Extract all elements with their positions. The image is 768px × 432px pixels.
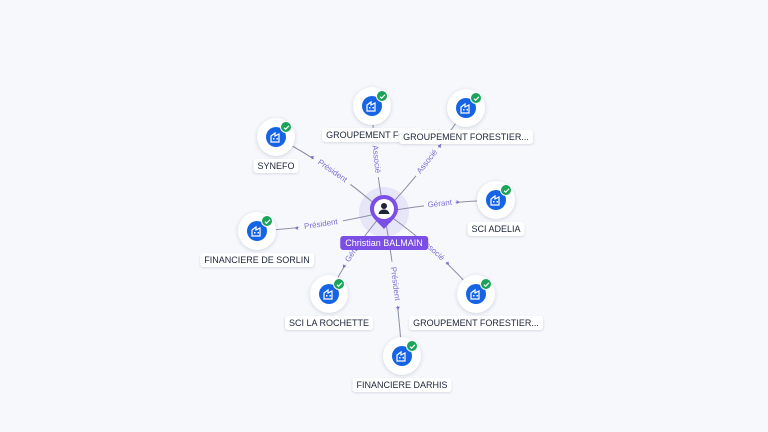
company-label[interactable]: FINANCIERE DARHIS [352, 378, 452, 392]
direction-arrow-icon [437, 144, 442, 149]
direction-arrow-icon [395, 306, 400, 310]
direction-arrow-icon [342, 264, 347, 268]
company-label[interactable]: SCI LA ROCHETTE [284, 316, 374, 330]
building-icon [247, 221, 267, 241]
verified-check-icon [333, 278, 345, 290]
direction-arrow-icon [445, 261, 450, 265]
relation-label: Associé [369, 137, 384, 178]
relation-label: Associé [412, 144, 443, 180]
relation-label-bg [412, 144, 443, 180]
direction-arrow-icon [310, 156, 315, 160]
building-icon [266, 127, 286, 147]
company-label[interactable]: FINANCIERE DE SORLIN [200, 253, 314, 267]
relation-label-bg [369, 140, 384, 178]
building-icon [362, 96, 382, 116]
building-icon [486, 190, 506, 210]
company-label[interactable]: GROUPEMENT FORESTIER... [409, 316, 543, 330]
relation-label-bg [311, 154, 354, 189]
company-label[interactable]: SCI ADELIA [467, 222, 525, 236]
building-icon [319, 284, 339, 304]
verified-check-icon [280, 121, 292, 133]
verified-check-icon [480, 278, 492, 290]
relation-label-text: Associé [370, 145, 382, 174]
location-pin-icon [370, 195, 398, 229]
relation-label: Gérant [423, 197, 460, 211]
relation-label-text: Associé [415, 147, 440, 175]
relation-label-text: Président [316, 158, 350, 185]
company-label[interactable]: SYNEFO [253, 159, 299, 173]
verified-check-icon [470, 92, 482, 104]
company-label[interactable]: GROUPEMENT FORESTIER... [399, 130, 533, 144]
direction-arrow-icon [456, 200, 460, 205]
building-icon [466, 284, 486, 304]
person-icon [378, 203, 390, 214]
relation-label: Président [310, 154, 354, 189]
direction-arrow-icon [294, 225, 299, 230]
relation-label-bg [423, 197, 457, 211]
relation-label: Président [294, 216, 344, 233]
relation-label-bg [298, 216, 344, 233]
verified-check-icon [376, 90, 388, 102]
company-label[interactable]: GROUPEMENT FORE [322, 128, 422, 142]
relation-label-text: Président [389, 266, 402, 301]
relation-label-bg [387, 260, 403, 307]
building-icon [456, 98, 476, 118]
verified-check-icon [406, 340, 418, 352]
verified-check-icon [500, 184, 512, 196]
person-name-label[interactable]: Christian BALMAIN [340, 236, 428, 250]
relation-label: Président [387, 260, 403, 310]
verified-check-icon [261, 215, 273, 227]
relation-label-text: Gérant [427, 198, 453, 210]
building-icon [392, 346, 412, 366]
